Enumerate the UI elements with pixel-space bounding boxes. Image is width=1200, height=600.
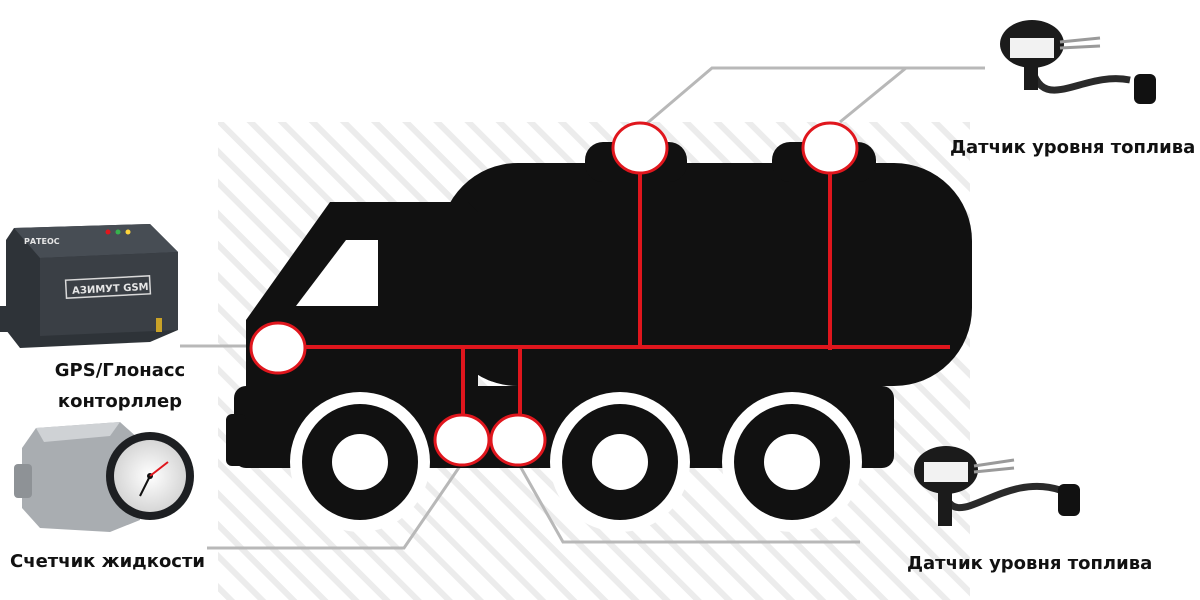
leader-line-fuel-top-2 xyxy=(839,66,907,124)
leader-line-flow xyxy=(207,465,462,550)
device-led-yellow xyxy=(125,229,131,235)
node-fuel-sensor-bottom xyxy=(489,413,547,467)
flow-meter-label: Счетчик жидкости xyxy=(10,551,206,572)
fuel-sensor-top-device xyxy=(1000,20,1156,104)
fuel-sensor-bottom-stem xyxy=(938,488,952,526)
flow-meter-needle-short xyxy=(139,475,151,497)
node-flow-meter xyxy=(433,413,491,467)
flow-meter-top xyxy=(36,422,120,442)
leader-line-fuel-top-1 xyxy=(644,66,985,127)
fuel-sensor-top-connector xyxy=(1134,74,1156,104)
fuel-sensor-top-probe xyxy=(1059,36,1101,44)
flow-meter-needle xyxy=(149,461,169,477)
device-front-face xyxy=(40,252,178,336)
fuel-sensor-bottom-probe-2 xyxy=(973,466,1015,474)
wheel-rear-hub xyxy=(764,434,820,490)
device-antenna-connector xyxy=(156,318,162,332)
node-fuel-sensor-1 xyxy=(611,121,669,175)
fuel-sensor-bottom-connector xyxy=(1058,484,1080,516)
truck-tank xyxy=(440,163,972,386)
cab-window xyxy=(296,240,378,306)
gps-controller-label: GPS/Глонасс конторллер xyxy=(46,355,194,417)
flow-meter-body xyxy=(22,422,140,532)
fuel-sensor-top-label xyxy=(1010,38,1054,58)
device-led-green xyxy=(115,229,121,235)
gps-controller-label-line2: конторллер xyxy=(57,391,183,412)
fuel-sensor-top-label-text: Датчик уровня топлива xyxy=(950,137,1196,158)
device-led-red xyxy=(105,229,111,235)
truck-bumper xyxy=(226,414,246,466)
fuel-sensor-bottom-label-text: Датчик уровня топлива xyxy=(907,553,1153,574)
wheel-front-hub xyxy=(332,434,388,490)
connection-nodes xyxy=(249,121,859,467)
flow-meter-device xyxy=(14,422,194,532)
device-model-text: АЗИМУТ GSM xyxy=(72,282,149,297)
fuel-sensor-bottom-device xyxy=(914,446,1080,526)
gps-controller-label-line1: GPS/Глонасс xyxy=(54,360,186,381)
wheels xyxy=(290,392,862,532)
wiring-lines xyxy=(278,170,950,420)
node-gps-controller xyxy=(249,321,307,375)
device-mount-tab xyxy=(0,306,14,332)
flow-meter-inlet xyxy=(14,464,32,498)
fuel-sensor-top-probe-2 xyxy=(1059,44,1101,50)
node-fuel-sensor-2 xyxy=(801,121,859,175)
device-model-plate xyxy=(64,275,152,299)
leader-line-fuel-bottom xyxy=(518,465,860,544)
gps-controller-device: АЗИМУТ GSM РАТЕОС xyxy=(0,224,178,348)
leader-lines xyxy=(180,66,985,550)
wheel-middle-hub xyxy=(592,434,648,490)
fuel-sensor-bottom-label xyxy=(924,462,968,482)
device-top-face xyxy=(14,224,178,258)
fuel-sensor-top-stem xyxy=(1024,62,1038,90)
fuel-sensor-bottom-probe xyxy=(973,458,1015,468)
device-brand-text: РАТЕОС xyxy=(24,237,60,246)
